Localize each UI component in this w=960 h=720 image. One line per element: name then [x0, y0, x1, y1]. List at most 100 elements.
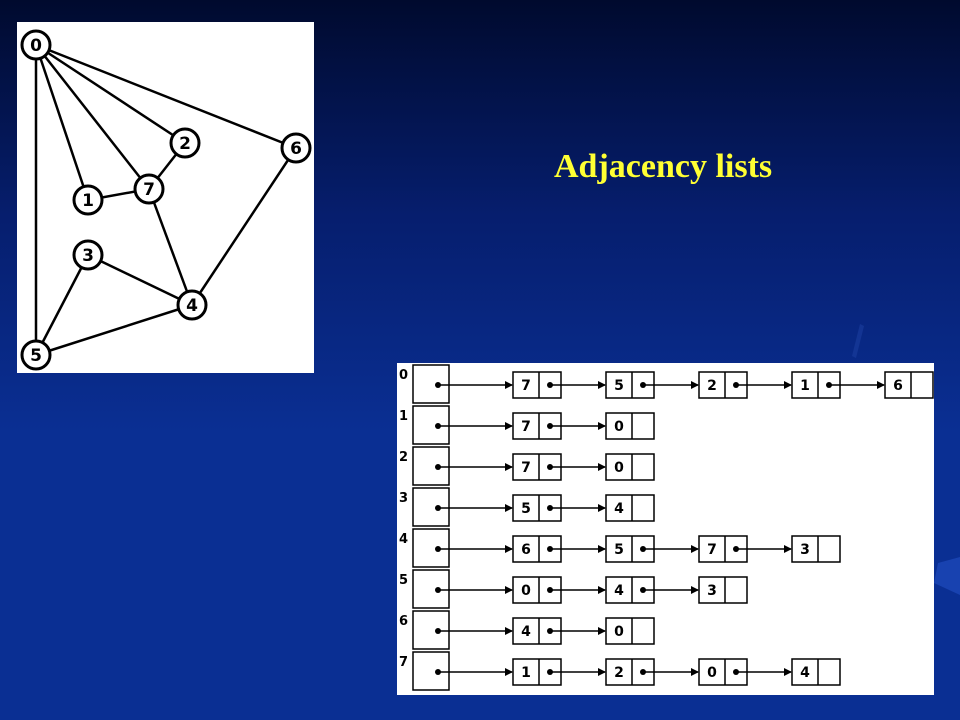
- row-index-label: 1: [399, 409, 408, 424]
- graph-node-2: 2: [169, 127, 201, 159]
- list-head-cell: [412, 528, 450, 568]
- decorative-shape: [934, 557, 960, 595]
- node-box: [605, 494, 655, 522]
- graph-edge-3-5: [34, 254, 90, 356]
- graph-edge-4-7: [147, 188, 194, 306]
- node-circle: [20, 339, 52, 371]
- graph-edge-4-6: [190, 147, 298, 306]
- node-value: 7: [521, 378, 531, 394]
- list-head-cell: [412, 405, 450, 445]
- node-value: 5: [521, 501, 531, 517]
- list-node: 3: [698, 576, 748, 604]
- row-index-label: 5: [399, 573, 408, 588]
- graph-node-7: 7: [133, 173, 165, 205]
- graph-edge-0-6: [35, 43, 297, 150]
- list-row-6: 6 4 0: [399, 610, 655, 650]
- node-box: [791, 658, 841, 686]
- graph-node-0: 0: [20, 29, 52, 61]
- node-label: 6: [290, 139, 302, 159]
- list-head-cell: [412, 610, 450, 650]
- node-label: 3: [82, 246, 94, 266]
- list-head-cell: [412, 364, 450, 404]
- row-index-label: 7: [399, 655, 408, 670]
- node-layer: 0 1 2 3 4 5 6 7: [20, 29, 312, 371]
- node-value: 0: [614, 419, 624, 435]
- node-label: 5: [30, 346, 42, 366]
- node-value: 4: [800, 665, 810, 681]
- row-index-label: 0: [399, 368, 408, 383]
- node-value: 1: [800, 378, 810, 394]
- graph-node-5: 5: [20, 339, 52, 371]
- row-index-label: 3: [399, 491, 408, 506]
- list-row-1: 1 7 0: [399, 405, 655, 445]
- node-box: [884, 371, 934, 399]
- node-circle: [280, 132, 312, 164]
- node-value: 0: [707, 665, 717, 681]
- node-circle: [176, 289, 208, 321]
- list-row-4: 4 6 5 7 3: [399, 528, 841, 568]
- node-value: 6: [893, 378, 903, 394]
- graph-edge-4-5: [35, 303, 193, 357]
- graph-node-4: 4: [176, 289, 208, 321]
- node-value: 7: [707, 542, 717, 558]
- node-box: [605, 453, 655, 481]
- list-row-3: 3 5 4: [399, 487, 655, 527]
- list-node: 3: [791, 535, 841, 563]
- node-value: 2: [707, 378, 717, 394]
- decorative-shape: [852, 324, 864, 358]
- node-value: 0: [614, 460, 624, 476]
- node-value: 4: [614, 501, 624, 517]
- node-value: 5: [614, 378, 624, 394]
- graph-node-1: 1: [72, 184, 104, 216]
- graph-node-6: 6: [280, 132, 312, 164]
- node-label: 7: [143, 180, 155, 200]
- node-label: 1: [82, 191, 94, 211]
- graph-svg: 0 1 2 3 4 5 6 7: [20, 29, 312, 371]
- list-row-0: 0 7 5 2 1 6: [399, 364, 934, 404]
- list-head-cell: [412, 651, 450, 691]
- slide-title: Adjacency lists: [554, 148, 773, 185]
- list-node: 6: [884, 371, 934, 399]
- list-head-cell: [412, 487, 450, 527]
- row-index-label: 2: [399, 450, 408, 465]
- node-circle: [72, 239, 104, 271]
- node-box: [698, 576, 748, 604]
- list-node: 4: [605, 494, 655, 522]
- graph-edge-3-4: [87, 253, 193, 307]
- node-label: 0: [30, 36, 42, 56]
- node-circle: [169, 127, 201, 159]
- node-value: 3: [707, 583, 717, 599]
- list-node: 4: [791, 658, 841, 686]
- node-label: 4: [186, 296, 198, 316]
- row-index-label: 6: [399, 614, 408, 629]
- node-value: 7: [521, 460, 531, 476]
- node-value: 4: [614, 583, 624, 599]
- list-head-cell: [412, 569, 450, 609]
- list-row-5: 5 0 4 3: [399, 569, 748, 609]
- graph-edge-0-2: [35, 43, 186, 145]
- list-node: 0: [605, 453, 655, 481]
- list-node: 0: [605, 412, 655, 440]
- node-box: [605, 412, 655, 440]
- node-value: 0: [521, 583, 531, 599]
- node-value: 5: [614, 542, 624, 558]
- node-circle: [133, 173, 165, 205]
- list-head-cell: [412, 446, 450, 486]
- node-box: [791, 535, 841, 563]
- list-node: 5: [512, 494, 562, 522]
- node-label: 2: [179, 134, 191, 154]
- list-node: 0: [605, 617, 655, 645]
- list-node: 1: [512, 658, 562, 686]
- node-value: 4: [521, 624, 531, 640]
- node-value: 7: [521, 419, 531, 435]
- graph-node-3: 3: [72, 239, 104, 271]
- row-index-label: 4: [399, 532, 408, 547]
- node-value: 0: [614, 624, 624, 640]
- node-value: 6: [521, 542, 531, 558]
- graph-diagram: 0 1 2 3 4 5 6 7: [17, 22, 314, 373]
